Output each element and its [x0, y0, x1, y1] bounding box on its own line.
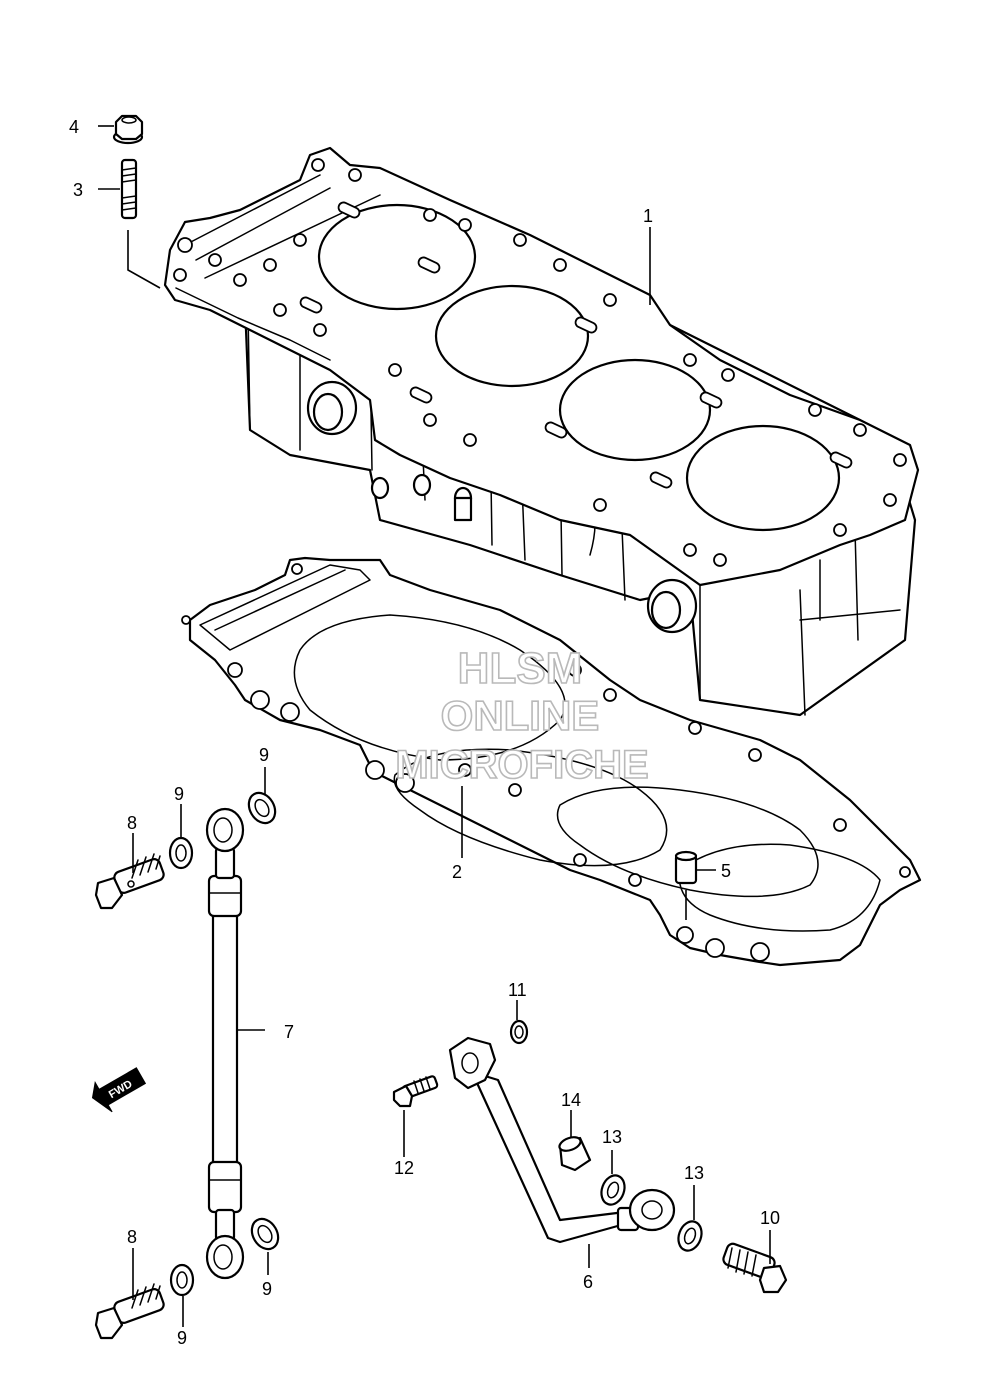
watermark-line-3: MICROFICHE	[395, 743, 648, 787]
flange-nut[interactable]	[112, 114, 144, 145]
pipe-gasket-2[interactable]	[675, 1218, 706, 1254]
union-bolt-lower[interactable]	[94, 1283, 165, 1340]
cap[interactable]	[558, 1135, 592, 1172]
callout-9-b: 9	[259, 745, 269, 765]
callout-13-b: 13	[684, 1163, 704, 1183]
deck-oil-slots	[299, 201, 853, 489]
block-stud-posts	[370, 473, 473, 522]
cylinder-base-gasket[interactable]	[181, 556, 922, 967]
gasket-holes	[181, 563, 911, 962]
callout-10: 10	[760, 1208, 780, 1228]
callout-14: 14	[561, 1090, 581, 1110]
pipe-gasket-1[interactable]	[598, 1172, 629, 1208]
callout-6: 6	[583, 1272, 593, 1292]
cylinder-block[interactable]	[163, 146, 920, 717]
oil-pipe[interactable]	[448, 1036, 676, 1244]
cylinder-bores	[317, 203, 841, 532]
washer-2[interactable]	[244, 788, 281, 828]
callout-9-d: 9	[177, 1328, 187, 1348]
callout-3: 3	[73, 180, 83, 200]
callout-8-upper: 8	[127, 813, 137, 833]
watermark: HLSM ONLINE MICROFICHE	[395, 643, 650, 788]
leader-lines	[98, 125, 771, 1327]
deck-holes	[173, 158, 907, 567]
callout-7: 7	[284, 1022, 294, 1042]
union-bolt-upper[interactable]	[94, 853, 165, 910]
dowel-pin[interactable]	[674, 850, 698, 885]
callout-9-c: 9	[262, 1279, 272, 1299]
callout-13-a: 13	[602, 1127, 622, 1147]
pipe-union-bolt[interactable]	[722, 1242, 788, 1294]
washer-3[interactable]	[247, 1214, 284, 1254]
washer-1[interactable]	[168, 836, 194, 870]
pipe-bolt[interactable]	[392, 1075, 439, 1108]
callout-12: 12	[394, 1158, 414, 1178]
forward-arrow-icon: FWD	[91, 1067, 147, 1113]
block-boss-left	[306, 380, 358, 436]
o-ring[interactable]	[509, 1019, 529, 1045]
callout-2: 2	[452, 862, 462, 882]
callout-1: 1	[643, 206, 653, 226]
callout-5: 5	[721, 861, 731, 881]
washer-4[interactable]	[169, 1263, 195, 1297]
callout-8-lower: 8	[127, 1227, 137, 1247]
oil-hose[interactable]	[205, 807, 245, 1280]
watermark-line-2: ONLINE	[441, 692, 600, 739]
callout-4: 4	[69, 117, 79, 137]
stud-bolt[interactable]	[120, 158, 138, 220]
block-boss-right	[646, 578, 698, 634]
callout-labels: 4 3 1 2 5 7 8 8 9 9 9 9 11 12 14 13 13 1…	[69, 117, 780, 1348]
watermark-line-1: HLSM	[458, 644, 583, 693]
callout-9-a: 9	[174, 784, 184, 804]
callout-11: 11	[508, 980, 527, 1000]
